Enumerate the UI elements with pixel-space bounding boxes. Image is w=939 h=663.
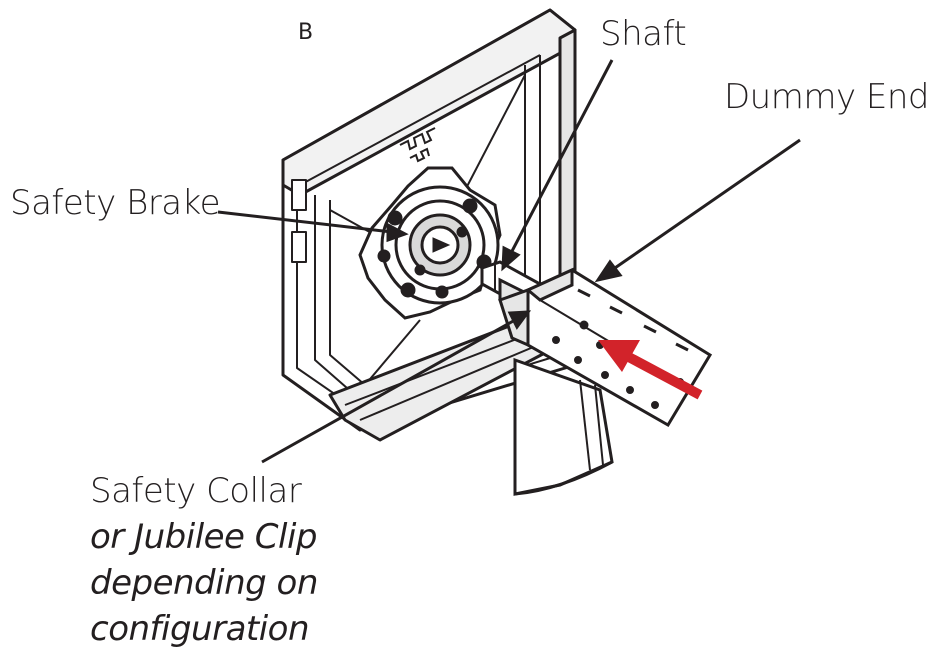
safety-brake (358, 166, 502, 320)
safety-brake-label: Safety Brake (10, 183, 221, 223)
safety-collar-label: Safety Collar (90, 471, 302, 511)
collar-note-line-1: or Jubilee Clip (90, 517, 318, 557)
safety-collar-leader (261, 318, 516, 464)
emboss-text (399, 127, 436, 163)
panel-letter: B (298, 20, 313, 45)
dummy-end-leader (611, 138, 801, 272)
safety-brake-leader (217, 210, 393, 234)
dummy-end-label: Dummy End (724, 77, 930, 117)
leader-lines (217, 59, 801, 464)
insertion-arrow (598, 340, 703, 400)
shaft-leader (508, 59, 614, 256)
collar-note-line-3: configuration (90, 609, 310, 649)
shaft-label: Shaft (600, 14, 687, 54)
collar-note-line-2: depending on (90, 563, 318, 603)
